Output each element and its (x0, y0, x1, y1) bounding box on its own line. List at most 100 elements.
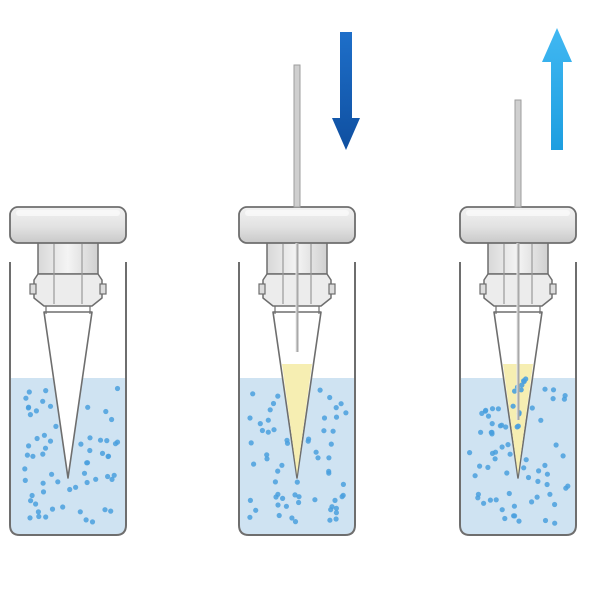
particle (542, 517, 549, 524)
particle (43, 514, 49, 520)
particle (26, 389, 32, 395)
particle (475, 491, 481, 497)
particle-group (247, 387, 349, 525)
particle (521, 465, 527, 471)
particle (22, 477, 28, 483)
particle (313, 449, 319, 455)
particle (108, 508, 114, 514)
particle (472, 473, 478, 479)
particle (42, 445, 49, 451)
particle (292, 492, 298, 498)
particle (489, 450, 496, 456)
collar-notch-right (99, 283, 107, 295)
particle (499, 444, 505, 450)
particle (485, 464, 491, 470)
particle (306, 436, 312, 442)
particle (535, 478, 541, 484)
particle (33, 501, 39, 507)
particle (27, 412, 33, 418)
particle-group (22, 385, 121, 525)
particle (40, 398, 46, 404)
particle (516, 518, 522, 524)
particle (487, 497, 493, 503)
particle (523, 457, 529, 463)
particle (502, 515, 508, 522)
particle (109, 416, 115, 423)
particle (477, 463, 483, 469)
particle (270, 400, 277, 407)
particle (272, 479, 278, 485)
particle (534, 494, 540, 500)
particle (34, 435, 40, 442)
particle (550, 387, 557, 393)
vial-neck (37, 239, 99, 275)
particle (327, 517, 333, 523)
particle (315, 455, 321, 461)
particle (326, 470, 332, 476)
particle (250, 391, 256, 397)
particle (81, 470, 88, 476)
particle (479, 410, 485, 416)
particle-group (467, 386, 571, 526)
particle (40, 489, 47, 495)
particle (26, 443, 32, 449)
needle-shaft (293, 64, 301, 208)
particle (99, 450, 106, 456)
collar-notch-left (479, 283, 487, 295)
particle (333, 516, 339, 522)
particle (289, 515, 295, 521)
particle (340, 481, 346, 487)
particle (251, 461, 257, 467)
insert-liquid (282, 364, 312, 475)
vial-outline (9, 262, 127, 536)
insert-particle (518, 387, 524, 393)
particle (247, 415, 253, 421)
particle (492, 456, 498, 462)
particle (49, 506, 56, 512)
particle (85, 404, 91, 410)
particle (321, 428, 327, 434)
particle (105, 453, 112, 459)
particle (275, 468, 281, 474)
particle (97, 437, 104, 443)
particle (547, 491, 553, 497)
particle (296, 494, 302, 500)
collar-notch-right (328, 283, 336, 295)
particle (53, 423, 59, 429)
particle (25, 405, 31, 411)
particle (114, 439, 121, 445)
particle (333, 510, 339, 516)
particle (271, 427, 277, 433)
particle (565, 483, 571, 489)
particle (87, 447, 93, 454)
needle-shaft (514, 99, 522, 208)
particle (104, 438, 110, 444)
particle (294, 479, 300, 485)
particle (84, 479, 90, 486)
particle (114, 385, 121, 392)
particle (550, 396, 556, 402)
particle (507, 451, 513, 457)
particle (505, 442, 511, 448)
vial-insert (43, 311, 93, 479)
vial-collar (33, 273, 103, 307)
particle (84, 460, 90, 466)
particle (529, 405, 535, 411)
particle (562, 393, 568, 399)
particle (35, 509, 42, 515)
particle (499, 422, 505, 428)
particle (275, 491, 281, 497)
particle (248, 440, 254, 446)
particle (542, 462, 548, 468)
particle (511, 513, 518, 519)
particle (41, 432, 48, 438)
particle (330, 428, 336, 434)
particle (333, 414, 340, 420)
insert-particle (519, 382, 525, 388)
particle (265, 429, 271, 435)
insert-particle (514, 424, 520, 430)
particle (47, 438, 54, 444)
particle (292, 519, 299, 525)
particle (275, 393, 281, 399)
particle (525, 474, 532, 481)
